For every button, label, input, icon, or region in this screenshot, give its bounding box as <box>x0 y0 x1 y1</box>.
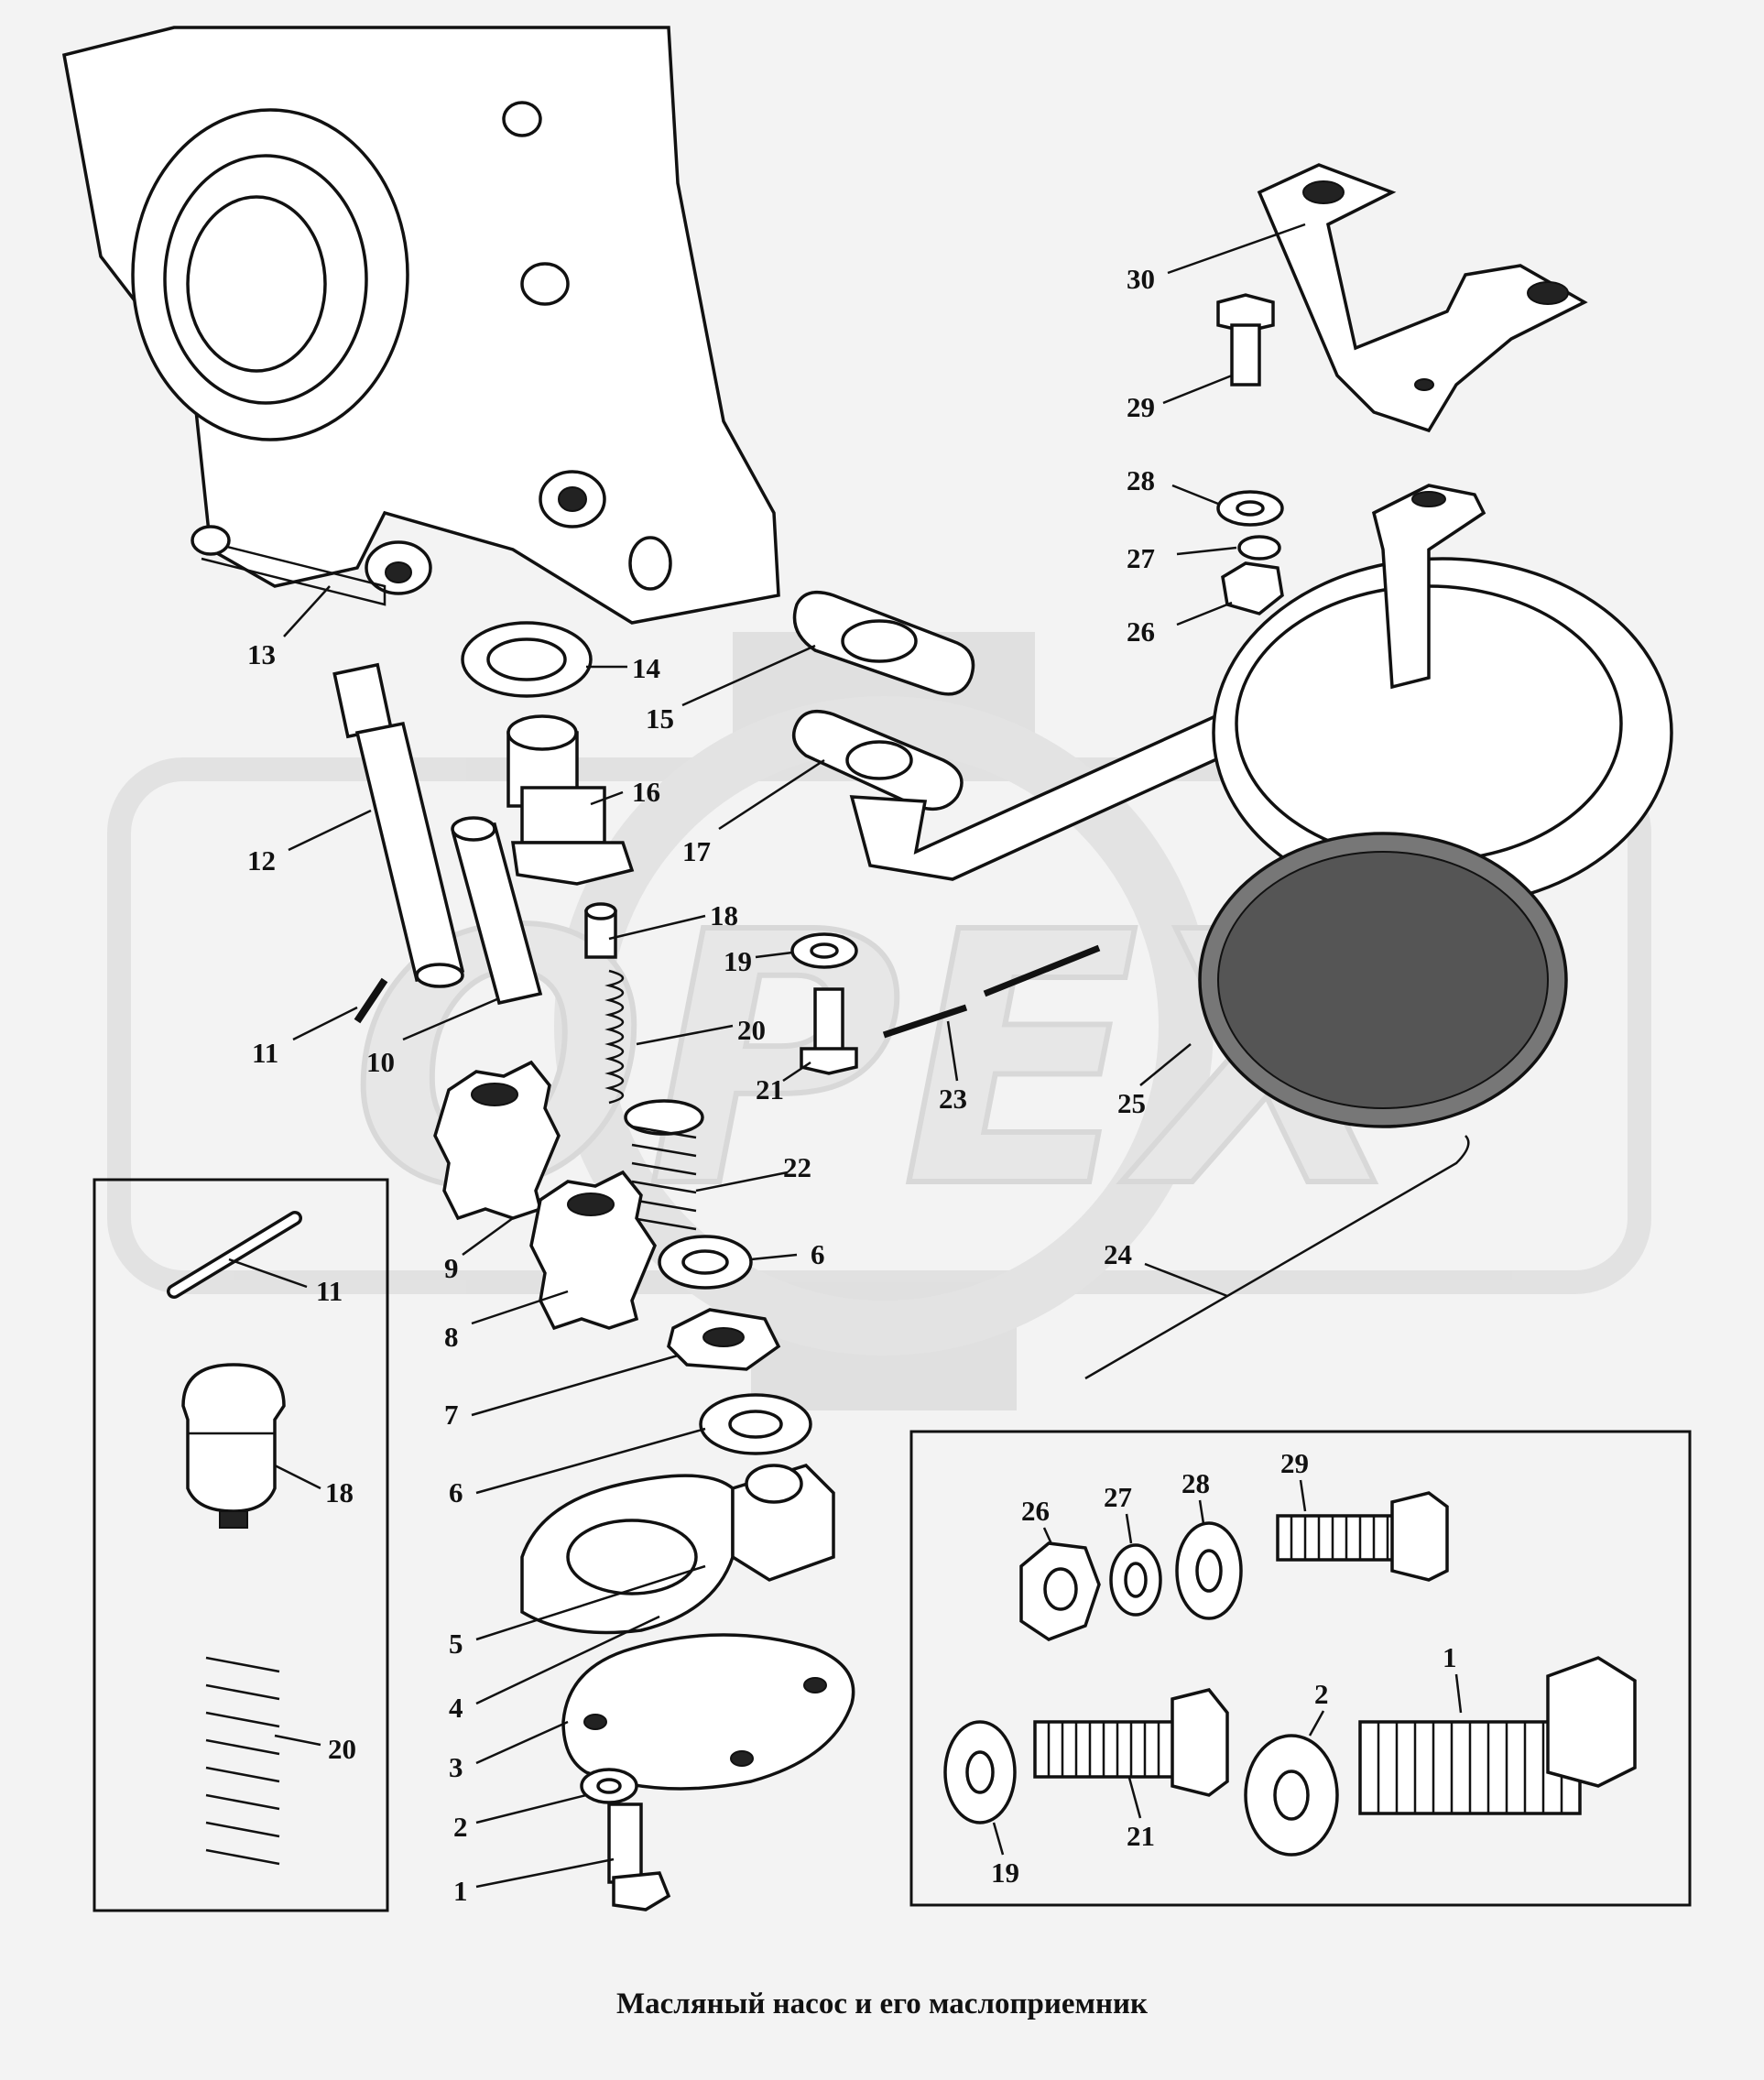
relief-valve-body-16 <box>506 714 635 886</box>
callout-11: 11 <box>252 1037 278 1069</box>
shaft-12 <box>332 662 465 988</box>
inset-right-callout-26: 26 <box>1021 1495 1050 1527</box>
callout-16: 16 <box>632 776 660 808</box>
callout-10: 10 <box>366 1046 395 1078</box>
callout-21: 21 <box>756 1073 784 1105</box>
inset-right-callout-2: 2 <box>1314 1678 1329 1710</box>
callout-30: 30 <box>1127 263 1155 295</box>
callout-29: 29 <box>1127 391 1155 423</box>
callout-2: 2 <box>453 1811 468 1843</box>
callout-9: 9 <box>444 1252 459 1284</box>
inset-right-callout-21: 21 <box>1127 1820 1155 1852</box>
callout-25: 25 <box>1117 1087 1146 1119</box>
inset-right-callout-27: 27 <box>1104 1481 1132 1513</box>
leader-lines <box>283 223 1306 1889</box>
spring-22 <box>624 1099 704 1231</box>
callout-4: 4 <box>449 1692 463 1724</box>
callout-19: 19 <box>724 945 752 977</box>
callout-12: 12 <box>247 844 276 877</box>
pump-body-4-gasket-5 <box>520 1464 835 1635</box>
bolt-1 <box>607 1802 671 1911</box>
pump-cover-3 <box>561 1633 855 1791</box>
inset-right-callout-19: 19 <box>991 1857 1019 1889</box>
callouts-main: 30 29 28 27 26 13 14 15 16 17 12 18 19 2… <box>247 263 1155 1907</box>
callout-8: 8 <box>444 1321 459 1353</box>
bolt-29 <box>1216 293 1275 387</box>
oil-receiver-17-25 <box>791 484 1673 1128</box>
callout-20: 20 <box>737 1014 766 1046</box>
callout-3: 3 <box>449 1751 463 1783</box>
inset-right-callout-29: 29 <box>1280 1447 1309 1479</box>
inset-right-callout-1: 1 <box>1443 1641 1457 1673</box>
gasket-15 <box>792 590 975 696</box>
nut-26 <box>1221 561 1284 615</box>
callout-13: 13 <box>247 638 276 670</box>
inset-right: 26 27 28 29 1 2 21 19 <box>909 1430 1692 1907</box>
bracket-30 <box>1257 163 1588 433</box>
callout-28: 28 <box>1127 464 1155 496</box>
inset-left-callout-18: 18 <box>325 1476 354 1508</box>
callout-6-upper: 6 <box>811 1238 825 1270</box>
callout-17: 17 <box>682 835 711 867</box>
callout-14: 14 <box>632 652 660 684</box>
inset-right-callout-28: 28 <box>1181 1467 1210 1499</box>
callout-26: 26 <box>1127 615 1155 648</box>
lock-washer-27 <box>1237 535 1281 561</box>
engine-front-cover <box>61 26 780 625</box>
callout-23: 23 <box>939 1083 967 1115</box>
callout-27: 27 <box>1127 542 1155 574</box>
spring-20 <box>604 969 625 1105</box>
rod-24 <box>1084 1135 1470 1380</box>
callout-22: 22 <box>783 1151 811 1183</box>
bolt-21 <box>800 987 858 1075</box>
inset-left: 11 18 20 <box>93 1178 389 1912</box>
callout-18: 18 <box>710 899 738 931</box>
callout-5: 5 <box>449 1628 463 1660</box>
callout-7: 7 <box>444 1399 459 1431</box>
inset-left-callout-20: 20 <box>328 1733 356 1765</box>
axle-10 <box>451 816 543 1006</box>
diagram-caption: Масляный насос и его маслоприемник <box>615 1987 1149 2020</box>
callout-6-lower: 6 <box>449 1476 463 1508</box>
callout-1: 1 <box>453 1875 468 1907</box>
pin-23b <box>983 944 1101 997</box>
pin-23a <box>882 1004 968 1039</box>
gear-8 <box>529 1170 657 1331</box>
pin-11 <box>354 977 388 1024</box>
gear-9 <box>433 1060 561 1221</box>
inset-left-callout-11: 11 <box>316 1275 343 1307</box>
callout-15: 15 <box>646 702 674 735</box>
plunger-18 <box>584 902 617 959</box>
callout-24: 24 <box>1104 1238 1132 1270</box>
